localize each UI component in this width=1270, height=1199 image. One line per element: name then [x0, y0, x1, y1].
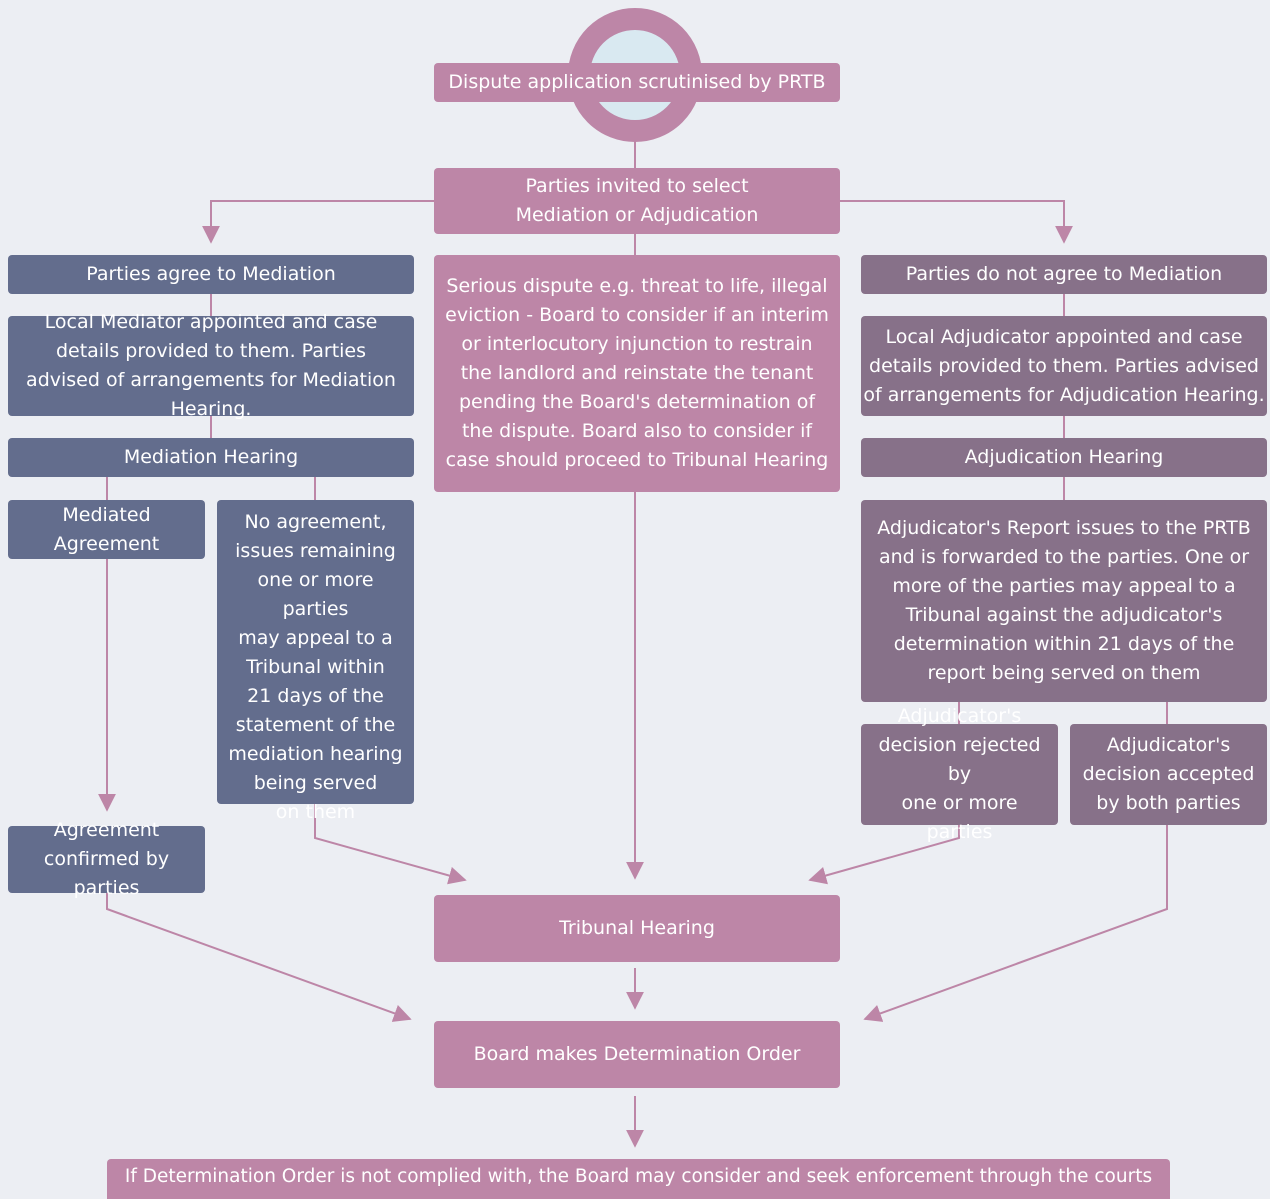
node-tribunal-hearing: Tribunal Hearing [434, 895, 840, 962]
node-agreement-confirmed: Agreement confirmed by parties [8, 819, 205, 899]
node-adjudicator-report: Adjudicator's Report issues to the PRTB … [861, 500, 1267, 702]
node-serious-dispute: Serious dispute e.g. threat to life, ill… [434, 255, 840, 492]
node-dispute-application: Dispute application scrutinised by PRTB [434, 63, 840, 102]
node-board-determination: Board makes Determination Order [434, 1021, 840, 1088]
arrow-to-board-from-accepted [863, 825, 1168, 1022]
node-enforcement: If Determination Order is not complied w… [107, 1159, 1170, 1199]
node-parties-invited: Parties invited to select Mediation or A… [434, 168, 840, 234]
node-adjudication-hearing: Adjudication Hearing [861, 438, 1267, 477]
node-agree-mediation: Parties agree to Mediation [8, 255, 414, 294]
node-not-agree-mediation: Parties do not agree to Mediation [861, 255, 1267, 294]
node-no-agreement: No agreement, issues remaining one or mo… [217, 500, 414, 823]
node-decision-rejected: Adjudicator's decision rejected by one o… [861, 705, 1058, 843]
arrow-to-tribunal-from-mediation [314, 804, 467, 885]
node-local-adjudicator: Local Adjudicator appointed and case det… [861, 316, 1267, 416]
arrow-to-tribunal-from-rejected [808, 825, 960, 885]
node-decision-accepted: Adjudicator's decision accepted by both … [1070, 724, 1267, 825]
node-mediation-hearing: Mediation Hearing [8, 438, 414, 477]
node-mediated-agreement: Mediated Agreement [8, 500, 205, 559]
node-local-mediator: Local Mediator appointed and case detail… [8, 311, 414, 420]
arrow-to-not-agree-mediation [838, 200, 1073, 244]
arrow-to-agree-mediation [202, 200, 436, 244]
arrow-to-board-from-agreement [106, 893, 412, 1022]
